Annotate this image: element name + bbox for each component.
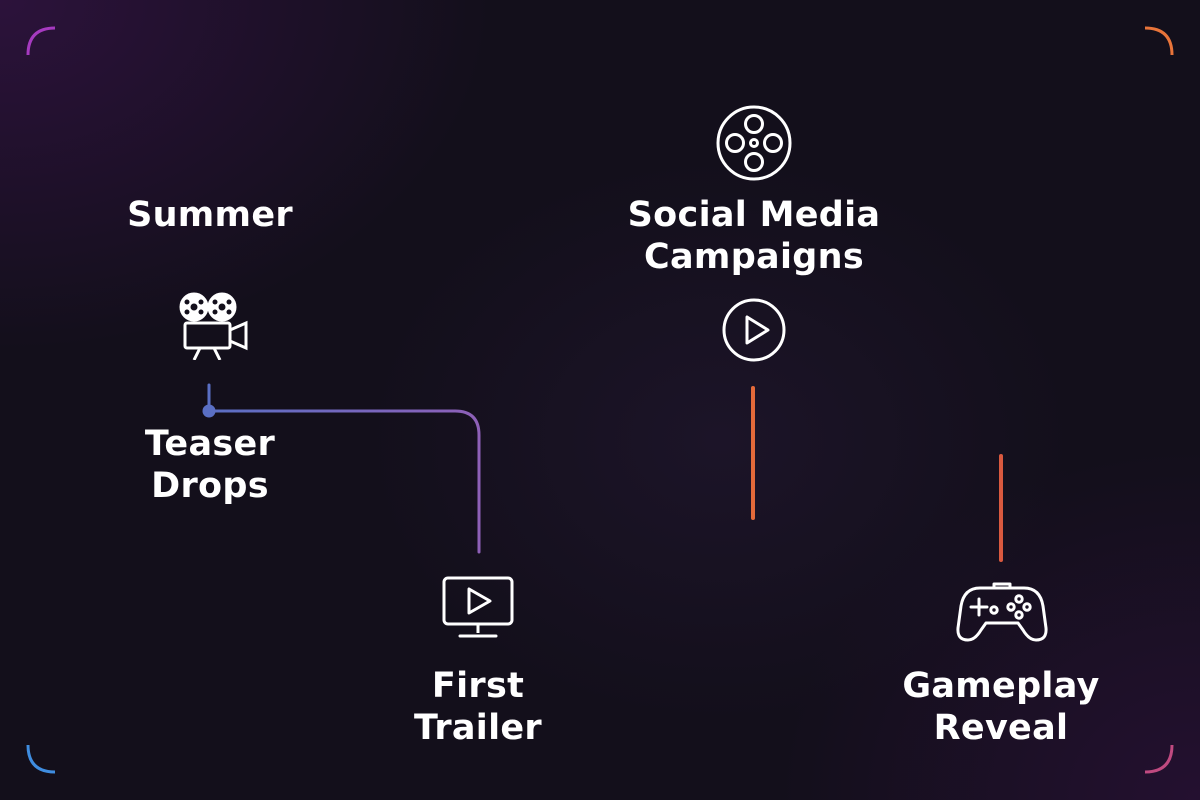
teaser-to-trailer-connector: [207, 409, 481, 554]
frame-border: [26, 26, 1174, 774]
gamepad-icon: [956, 582, 1048, 642]
monitor-play-icon: [442, 576, 514, 638]
gameplay-reveal-label: Gameplay Reveal: [902, 666, 1100, 748]
film-reel-icon: [716, 105, 792, 181]
film-camera-icon: [179, 292, 248, 360]
season-label: Summer: [127, 195, 293, 235]
teaser-drops-label: Teaser Drops: [144, 424, 276, 506]
first-trailer-label: First Trailer: [413, 666, 542, 748]
social-media-campaigns-label: Social Media Campaigns: [627, 195, 881, 277]
play-circle-icon: [722, 298, 786, 362]
